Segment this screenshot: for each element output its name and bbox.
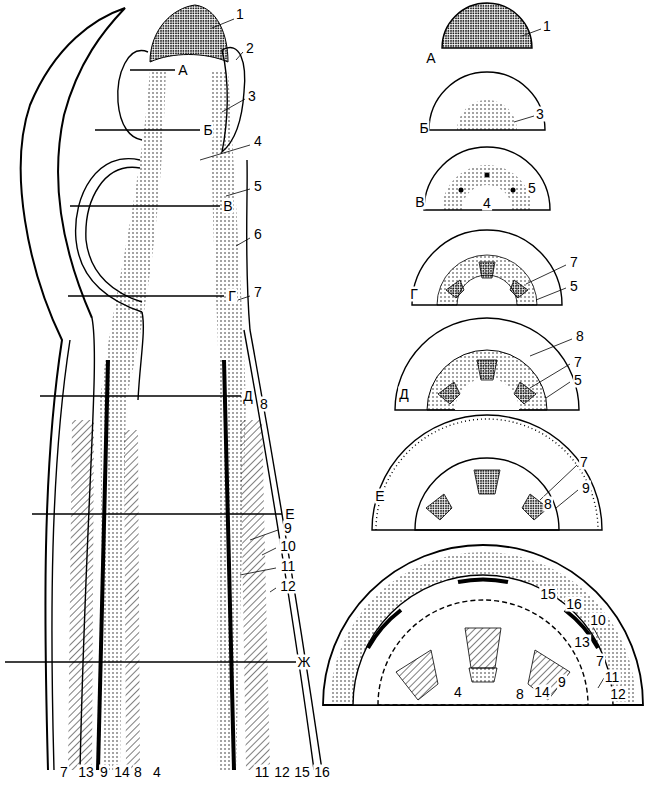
callout-number: 6	[253, 227, 263, 242]
callout-number: 8	[575, 329, 585, 344]
callout-number: 9	[99, 765, 109, 780]
callout-number: 1	[235, 7, 245, 22]
callout-number: 12	[609, 687, 627, 702]
callout-number: 7	[595, 654, 605, 669]
section-letter: В	[414, 195, 425, 210]
section-letter: Е	[284, 507, 295, 522]
callout-number: 7	[253, 285, 263, 300]
section-letter: Д	[242, 389, 253, 404]
callout-number: 1	[542, 19, 552, 34]
section-letter: Б	[202, 123, 213, 138]
section-letter: Б	[418, 121, 429, 136]
section-letter: Ж	[297, 655, 312, 670]
section-letter: В	[222, 199, 233, 214]
callout-number: 14	[533, 685, 551, 700]
callout-number: 16	[565, 597, 583, 612]
callout-number: 5	[569, 279, 579, 294]
callout-number: 7	[579, 455, 589, 470]
callout-number: 12	[273, 765, 291, 780]
callout-number: 15	[539, 587, 557, 602]
callout-number: 16	[313, 765, 331, 780]
callout-number: 7	[569, 255, 579, 270]
callout-number: 7	[573, 355, 583, 370]
section-letter: Е	[374, 489, 385, 504]
callout-number: 11	[254, 765, 271, 780]
callout-number: 13	[77, 765, 95, 780]
callout-number: 3	[535, 107, 545, 122]
callout-number: 8	[259, 397, 269, 412]
callout-number: 4	[482, 196, 492, 211]
callout-number: 11	[604, 670, 621, 685]
callout-number: 5	[527, 181, 537, 196]
callout-number: 9	[283, 521, 293, 536]
callout-number: 9	[581, 481, 591, 496]
callout-number: 15	[293, 765, 311, 780]
section-letter: А	[425, 51, 436, 66]
section-letter: Г	[227, 289, 237, 304]
callout-number: 2	[245, 41, 255, 56]
callout-number: 14	[113, 765, 131, 780]
callout-number: 12	[279, 579, 297, 594]
callout-number: 4	[152, 765, 162, 780]
section-letter: А	[177, 63, 188, 78]
callout-number: 4	[253, 134, 263, 149]
callout-number: 8	[543, 497, 553, 512]
callout-number: 10	[589, 613, 607, 628]
callout-number: 5	[573, 373, 583, 388]
callout-number: 3	[247, 89, 257, 104]
section-letter: Д	[398, 387, 409, 402]
callout-number: 10	[279, 539, 297, 554]
callout-number: 9	[557, 675, 567, 690]
callout-number: 13	[573, 635, 591, 650]
callout-number: 8	[133, 765, 143, 780]
callout-number: 5	[253, 179, 263, 194]
callout-number: 8	[515, 687, 525, 702]
callout-number: 4	[453, 685, 463, 700]
section-letter: Г	[409, 287, 419, 302]
callout-number: 7	[59, 765, 69, 780]
callout-number: 11	[280, 559, 297, 574]
